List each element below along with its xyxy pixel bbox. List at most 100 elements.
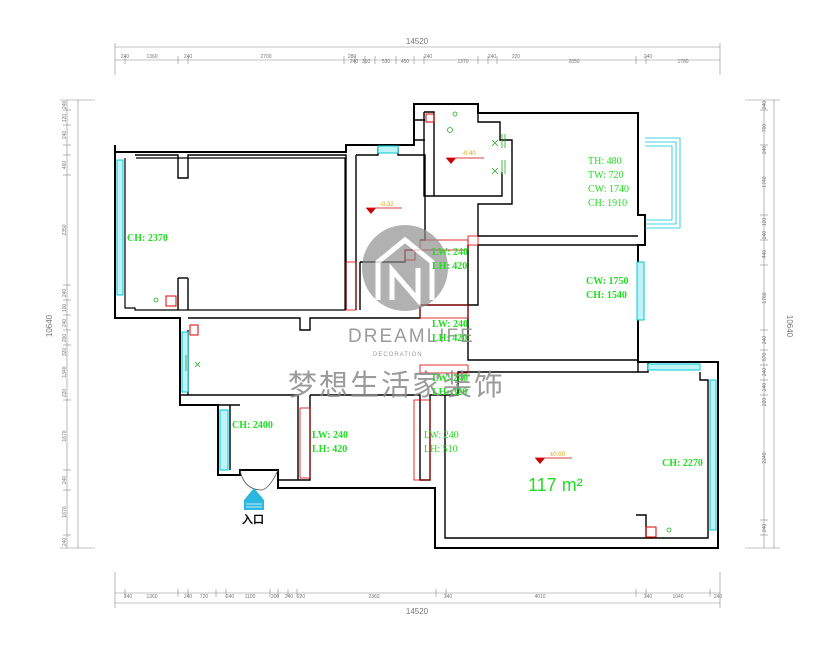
dim-label: 220 (512, 54, 521, 60)
right-bedroom-ch: CH: 1540 (586, 290, 627, 301)
drain-icon (447, 127, 453, 133)
door-marker (419, 304, 469, 319)
overall-width-top: 14520 (406, 37, 429, 46)
right-bedroom-cw: CW: 1750 (586, 276, 629, 287)
bath-walls (423, 111, 638, 237)
master-window-ch: CH: 1910 (588, 198, 627, 209)
window-living (709, 379, 717, 531)
logo-circle (362, 225, 448, 311)
left-segment-labels: 240 120 240 460 2350 240 100 240 200 320… (62, 101, 68, 547)
dim-label: 240 (644, 54, 653, 60)
level-kitchen-icon (366, 208, 376, 214)
master-window-tw: TW: 720 (588, 170, 623, 181)
watermark: DREAMLIFE DECORATION 梦想生活家装饰 (288, 225, 503, 402)
door-3-lw: LW: 240 (432, 373, 468, 384)
dim-label: 240 (762, 336, 768, 345)
bottom-segment-labels: 240 1360 240 720 240 1100 200 240 220 23… (124, 594, 723, 600)
level-living-text: ±0.00 (550, 452, 566, 458)
dim-label: 120 (762, 218, 768, 227)
top-segment-labels: 240 1360 240 2700 280 240 310 530 450 24… (121, 54, 689, 65)
level-living-icon (535, 458, 545, 464)
dim-label: 240 (444, 594, 453, 600)
dim-label: 1670 (62, 506, 68, 517)
overall-width-bottom: 14520 (406, 607, 429, 616)
dim-label: 240 (285, 594, 294, 600)
valve-icon (491, 139, 499, 175)
dim-label: 2240 (762, 452, 768, 463)
door-4-lw: LW: 240 (312, 430, 348, 441)
dim-label: 1760 (762, 292, 768, 303)
right-segment-labels: 240 700 240 1740 120 240 440 1760 240 57… (762, 101, 768, 533)
window-entry (219, 409, 229, 471)
door-1-lw: LW: 240 (432, 247, 468, 258)
dim-label: 280 (348, 54, 357, 60)
overall-height-right: 10640 (785, 315, 794, 338)
corridor-walls (188, 244, 638, 331)
bath-inner (415, 119, 435, 196)
dim-label: 2360 (368, 594, 379, 600)
dim-label: 240 (762, 368, 768, 377)
dimension-lines (60, 43, 780, 608)
dim-label: 1780 (677, 59, 688, 65)
middle-room-walls (467, 245, 649, 373)
outlet-icon (666, 527, 672, 533)
dim-label: 1370 (457, 59, 468, 65)
door-marker (299, 407, 311, 479)
dim-label: 1100 (245, 594, 256, 600)
door-2-lw: LW: 240 (432, 319, 468, 330)
dimension-ticks (63, 56, 768, 597)
entry-arrow-icon (244, 488, 264, 510)
dim-label: 240 (762, 101, 768, 110)
master-window-th: TH: 480 (588, 156, 622, 167)
dim-label: 240 (424, 54, 433, 60)
door-swing (239, 469, 263, 491)
dim-label: 240 (714, 594, 723, 600)
dim-label: 240 (62, 131, 68, 140)
dim-label: 1740 (762, 176, 768, 187)
door-swing (261, 469, 279, 491)
dim-label: 240 (121, 54, 130, 60)
dim-label: 240 (62, 319, 68, 328)
dim-label: 240 (226, 594, 235, 600)
brand-en: DREAMLIFE (348, 326, 475, 347)
exterior-wall-outline (114, 103, 719, 549)
dim-label: 440 (762, 250, 768, 259)
dim-label: 240 (184, 54, 193, 60)
dim-label: 1040 (672, 594, 683, 600)
dim-label: 240 (350, 59, 359, 65)
fixture-box (165, 295, 177, 307)
entry-arrow-stripes (246, 503, 262, 508)
door-5-lh: LH: 510 (424, 444, 458, 455)
dim-label: 200 (271, 594, 280, 600)
dim-label: 220 (62, 389, 68, 398)
dim-label: 220 (297, 594, 306, 600)
door-1-lh: LH: 420 (432, 261, 467, 272)
entry-label: 入口 (242, 513, 264, 526)
living-ceiling: CH: 2270 (662, 458, 703, 469)
dim-label: 240 (644, 594, 653, 600)
dim-label: 240 (62, 101, 68, 110)
level-bath-icon (446, 158, 456, 164)
outlet-icon (153, 297, 159, 303)
dim-label: 200 (62, 334, 68, 343)
dim-label: 4010 (534, 594, 545, 600)
door-marker (419, 364, 469, 374)
dim-label: 240 (62, 289, 68, 298)
door-marker (345, 261, 357, 311)
overall-height-left: 10640 (45, 314, 54, 337)
bay-window (645, 137, 681, 229)
door-5-lw: LW: 240 (424, 430, 459, 441)
dim-label: 450 (401, 59, 410, 65)
door-2-lh: LH: 420 (432, 333, 467, 344)
pipe-icon (501, 134, 506, 174)
dim-label: 1360 (146, 594, 157, 600)
dim-label: 240 (762, 524, 768, 533)
dim-label: 720 (200, 594, 209, 600)
left-bedroom-walls (135, 154, 347, 310)
dim-label: 570 (762, 353, 768, 362)
door-marker (413, 399, 431, 481)
logo-n-mark (389, 263, 421, 307)
dim-label: 2350 (62, 224, 68, 235)
exterior-wall-inner (124, 157, 346, 311)
